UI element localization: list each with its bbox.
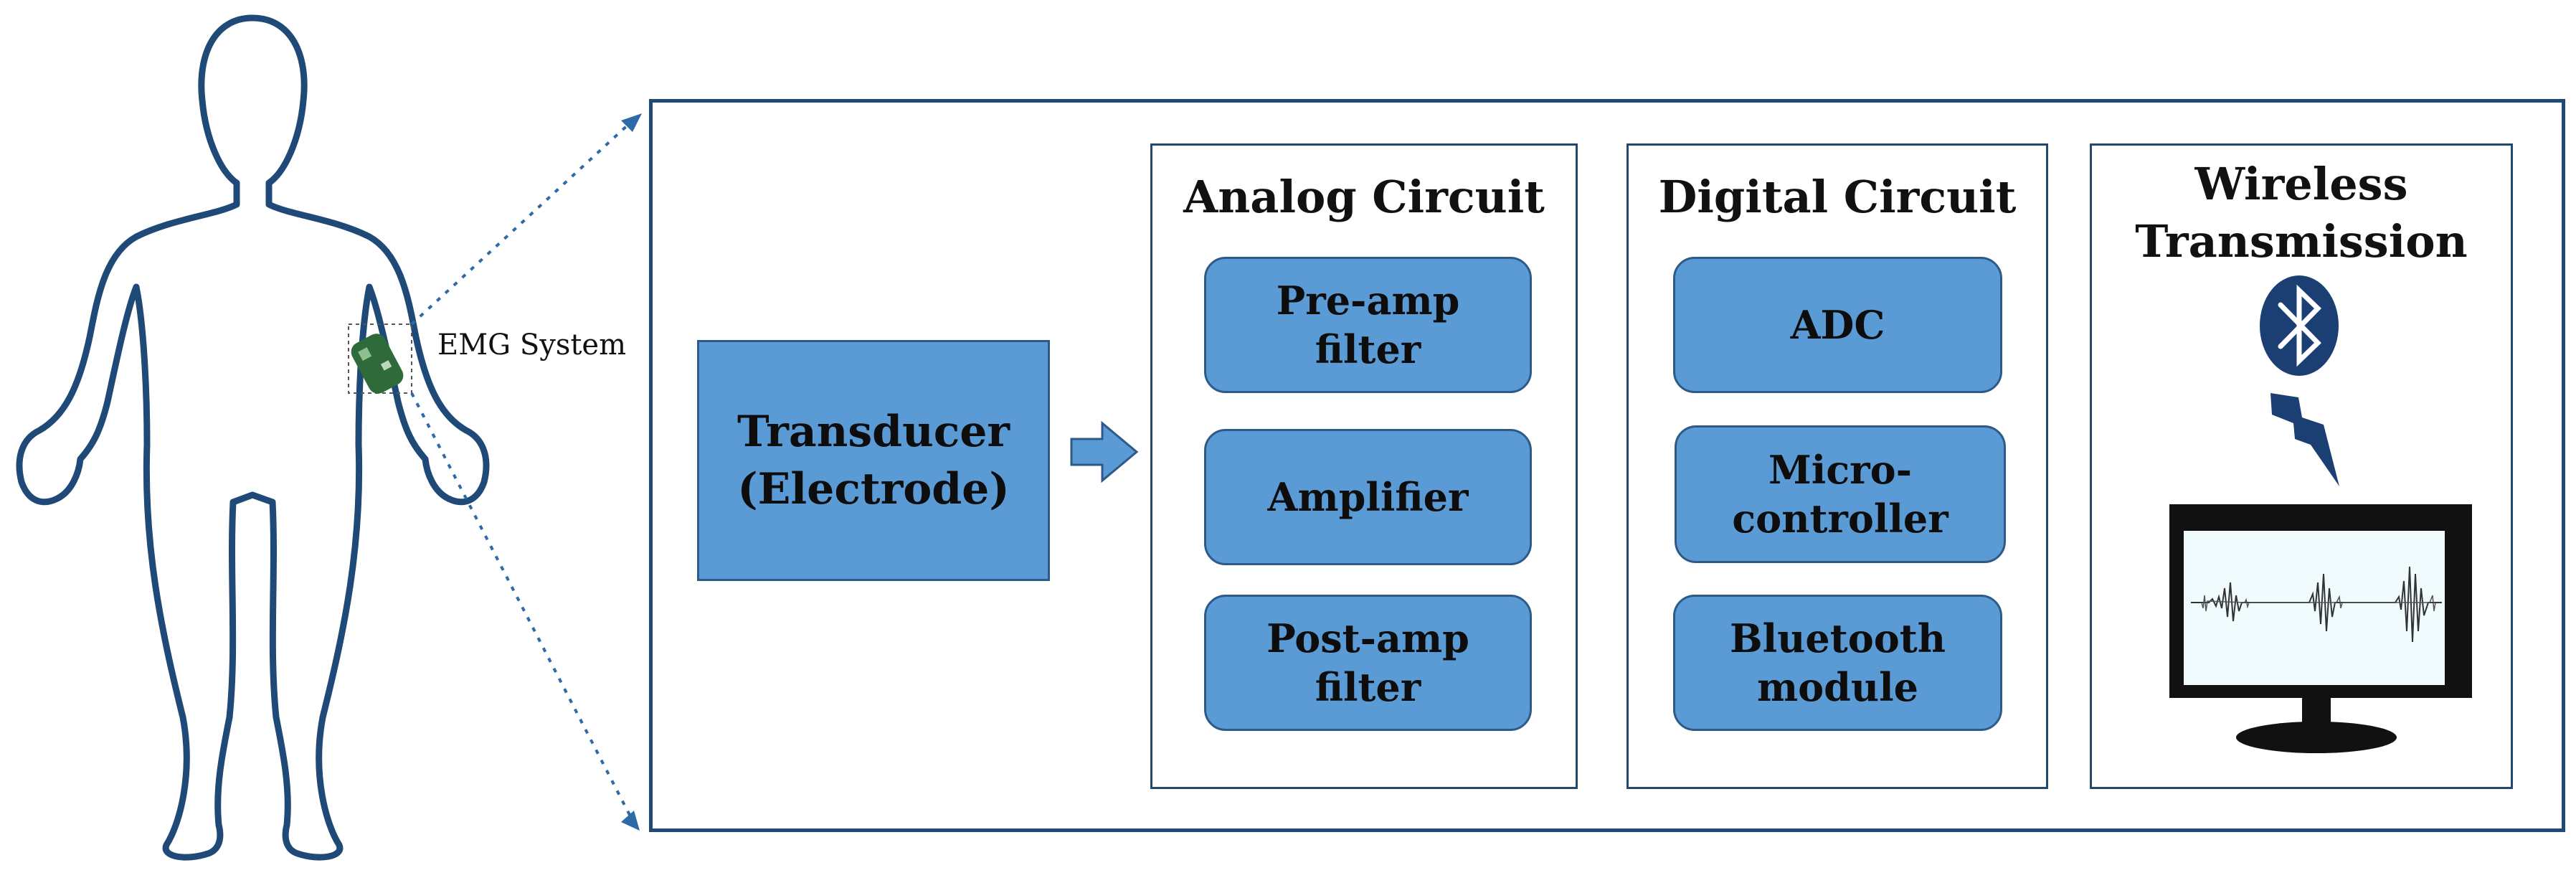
analog-circuit-title: Analog Circuit <box>1183 171 1545 223</box>
arrow-right-icon <box>1070 420 1139 483</box>
system-frame <box>649 99 2565 832</box>
wireless-transmission-title: Wireless Transmission <box>2135 158 2468 268</box>
zoom-connector-lines <box>410 121 633 818</box>
emg-system-label: EMG System <box>437 329 627 362</box>
adc-block: ADC <box>1673 257 2002 393</box>
amplifier-block: Amplifier <box>1204 429 1532 565</box>
digital-circuit-title: Digital Circuit <box>1658 171 2017 223</box>
human-silhouette-icon <box>16 14 490 861</box>
transducer-block: Transducer (Electrode) <box>697 340 1050 581</box>
post-amp-filter-block: Post-amp filter <box>1204 595 1532 731</box>
bluetooth-icon <box>2260 275 2339 376</box>
emg-device-icon <box>348 324 412 394</box>
wireless-transmission-section: Wireless Transmission <box>2090 143 2513 789</box>
connector-arrowheads <box>621 113 642 831</box>
bluetooth-module-block: Bluetooth module <box>1673 595 2002 731</box>
monitor-icon <box>2169 504 2472 753</box>
emg-waveform <box>2191 566 2442 643</box>
lightning-bolt-icon <box>2270 393 2339 486</box>
microcontroller-block: Micro- controller <box>1675 425 2006 563</box>
pre-amp-filter-block: Pre-amp filter <box>1204 257 1532 393</box>
transducer-label: Transducer (Electrode) <box>737 407 1010 514</box>
